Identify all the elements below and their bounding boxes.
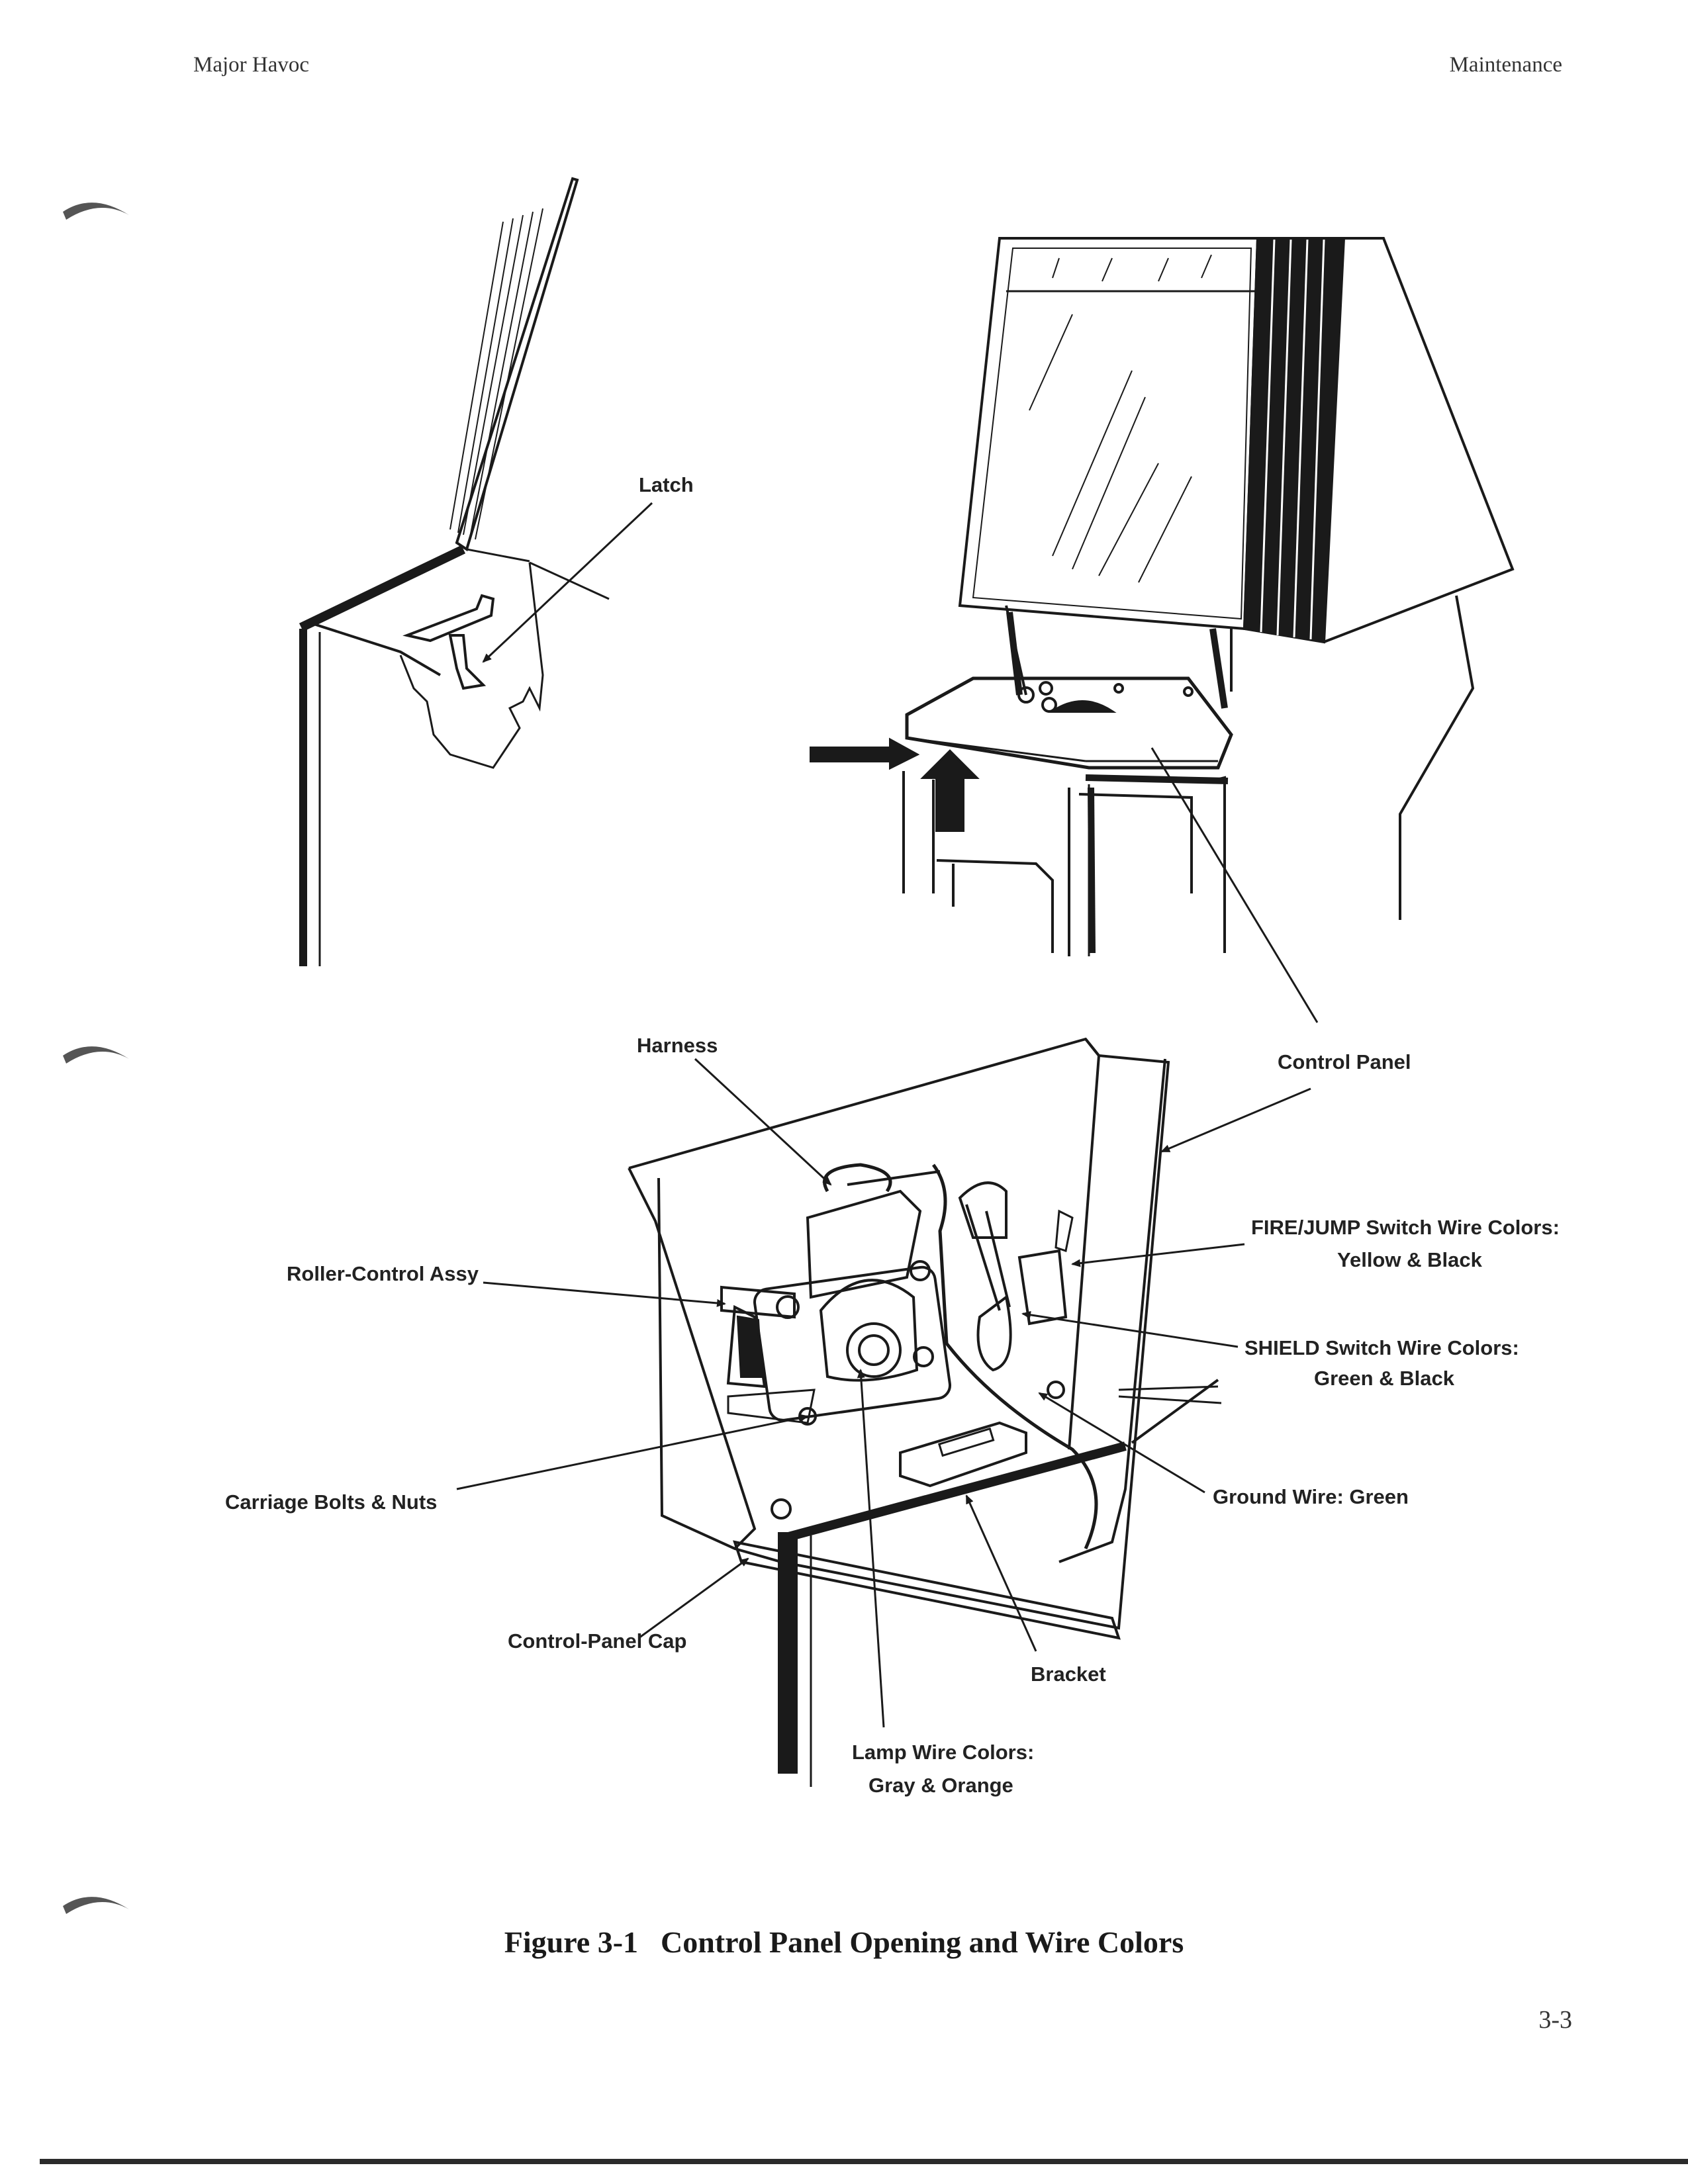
figure-title: Control Panel Opening and Wire Colors — [661, 1925, 1184, 1959]
figure-number: Figure 3-1 — [504, 1925, 639, 1959]
carriage-bolts-label: Carriage Bolts & Nuts — [225, 1490, 437, 1514]
bracket-label: Bracket — [1031, 1662, 1106, 1686]
harness-label: Harness — [637, 1034, 718, 1057]
binder-hole-marks — [63, 203, 129, 1914]
shield-wire-label-line1: SHIELD Switch Wire Colors: — [1244, 1336, 1519, 1359]
figure-caption: Figure 3-1 Control Panel Opening and Wire… — [0, 1925, 1688, 1960]
latch-label: Latch — [639, 473, 694, 496]
control-panel-detail-drawing — [628, 1037, 1222, 1787]
cabinet-overview-drawing — [810, 237, 1515, 956]
lamp-wire-label-line1: Lamp Wire Colors: — [852, 1741, 1034, 1764]
bottom-rule — [40, 2159, 1688, 2164]
fire-jump-wire-label-line2: Yellow & Black — [1337, 1248, 1483, 1271]
running-header-title: Major Havoc — [193, 53, 310, 77]
cabinet-latch-drawing — [299, 177, 610, 966]
roller-control-label: Roller-Control Assy — [287, 1262, 479, 1285]
ground-wire-label: Ground Wire: Green — [1213, 1485, 1409, 1508]
leader-lines — [456, 502, 1319, 1728]
lamp-wire-label-line2: Gray & Orange — [868, 1774, 1013, 1797]
control-panel-cap-label: Control-Panel Cap — [508, 1629, 686, 1653]
shield-wire-label-line2: Green & Black — [1314, 1367, 1455, 1390]
control-panel-label: Control Panel — [1278, 1050, 1411, 1073]
fire-jump-wire-label-line1: FIRE/JUMP Switch Wire Colors: — [1251, 1216, 1560, 1239]
running-header-section: Maintenance — [1449, 53, 1562, 77]
page-number: 3-3 — [1538, 2006, 1572, 2034]
